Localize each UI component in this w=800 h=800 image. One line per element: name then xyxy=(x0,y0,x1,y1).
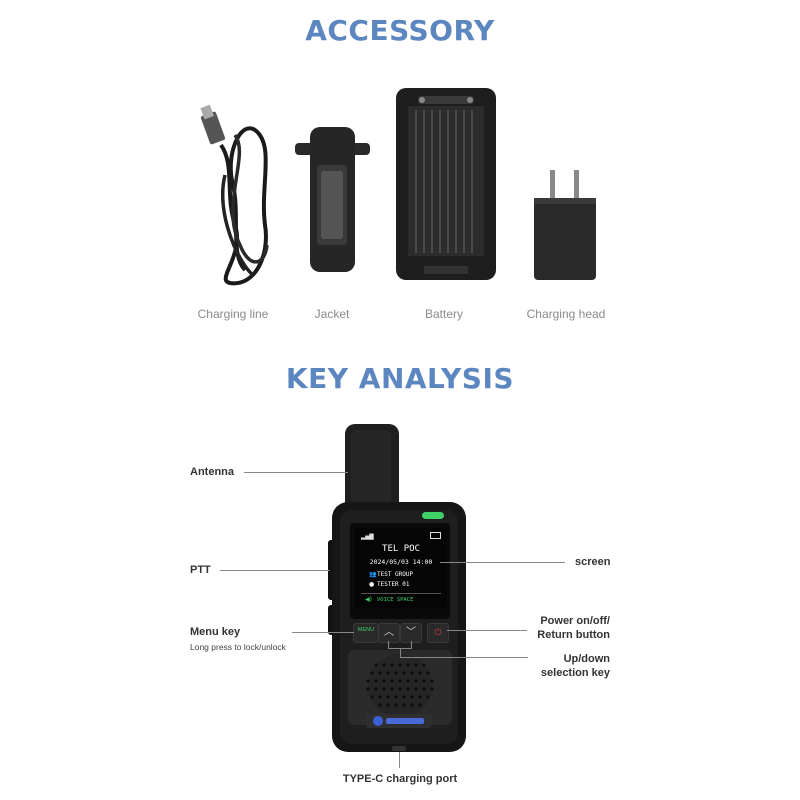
leader-updown-right xyxy=(411,641,412,649)
device-screen: ▂▄▆ TEL POC 2024/05/03 14:00 👥 TEST GROU… xyxy=(355,528,447,608)
down-button[interactable]: ﹀ xyxy=(400,623,422,643)
leader-updown-left xyxy=(388,641,389,649)
callout-power: Power on/off/ Return button xyxy=(535,614,610,642)
leader-updown xyxy=(400,657,528,658)
callout-ptt: PTT xyxy=(190,564,211,576)
callout-updown-line2: selection key xyxy=(540,667,610,679)
speaker-grille-icon xyxy=(366,663,434,707)
leader-ptt xyxy=(220,570,330,571)
leader-antenna xyxy=(244,472,348,473)
acc-label-charging-line: Charging line xyxy=(197,307,269,321)
callout-power-line2: Return button xyxy=(537,629,610,641)
jacket-clip-image xyxy=(295,127,370,272)
menu-button-label: MENU xyxy=(357,627,375,633)
up-button[interactable]: ︿ xyxy=(378,623,400,643)
callout-menu-key: Menu key xyxy=(190,626,241,638)
charging-cable-image xyxy=(200,104,269,286)
screen-group: TEST GROUP xyxy=(377,571,414,578)
callout-screen: screen xyxy=(575,556,611,568)
accessory-heading: ACCESSORY xyxy=(305,14,495,47)
screen-user: TESTER 01 xyxy=(377,581,410,588)
chevron-down-icon: ﹀ xyxy=(406,627,416,638)
leader-screen xyxy=(440,562,565,563)
screen-title: TEL POC xyxy=(382,544,420,554)
leader-updown-stem xyxy=(400,648,401,658)
leader-power xyxy=(447,630,527,631)
callout-power-line1: Power on/off/ xyxy=(540,615,610,627)
battery-image xyxy=(396,88,496,280)
screen-status: VOICE SPACE xyxy=(377,597,414,603)
power-button[interactable]: ⏻ xyxy=(427,623,449,643)
leader-menu-key xyxy=(292,632,354,633)
signal-icon: ▂▄▆ xyxy=(361,532,374,540)
voice-icon: ◀) xyxy=(365,596,372,603)
callout-menu-key-note: Long press to lock/unlock xyxy=(190,642,286,652)
user-icon: ● xyxy=(369,581,375,588)
leader-updown-bracket xyxy=(388,648,412,649)
key-analysis-heading: KEY ANALYSIS xyxy=(285,362,515,395)
callout-updown: Up/down selection key xyxy=(535,652,610,680)
acc-label-charging-head: Charging head xyxy=(526,307,606,321)
group-icon: 👥 xyxy=(369,571,377,578)
callout-typec: TYPE-C charging port xyxy=(342,773,458,785)
power-return-icon: ⏻ xyxy=(434,628,442,638)
leader-typec xyxy=(399,752,400,768)
battery-status-icon xyxy=(430,532,441,539)
screen-datetime: 2024/05/03 14:00 xyxy=(369,558,433,566)
charging-head-image xyxy=(534,170,596,280)
acc-label-jacket: Jacket xyxy=(314,307,350,321)
acc-label-battery: Battery xyxy=(424,307,463,321)
callout-antenna: Antenna xyxy=(190,466,234,478)
chevron-up-icon: ︿ xyxy=(384,627,394,638)
callout-updown-line1: Up/down xyxy=(563,653,610,665)
menu-button[interactable]: MENU xyxy=(353,623,379,643)
